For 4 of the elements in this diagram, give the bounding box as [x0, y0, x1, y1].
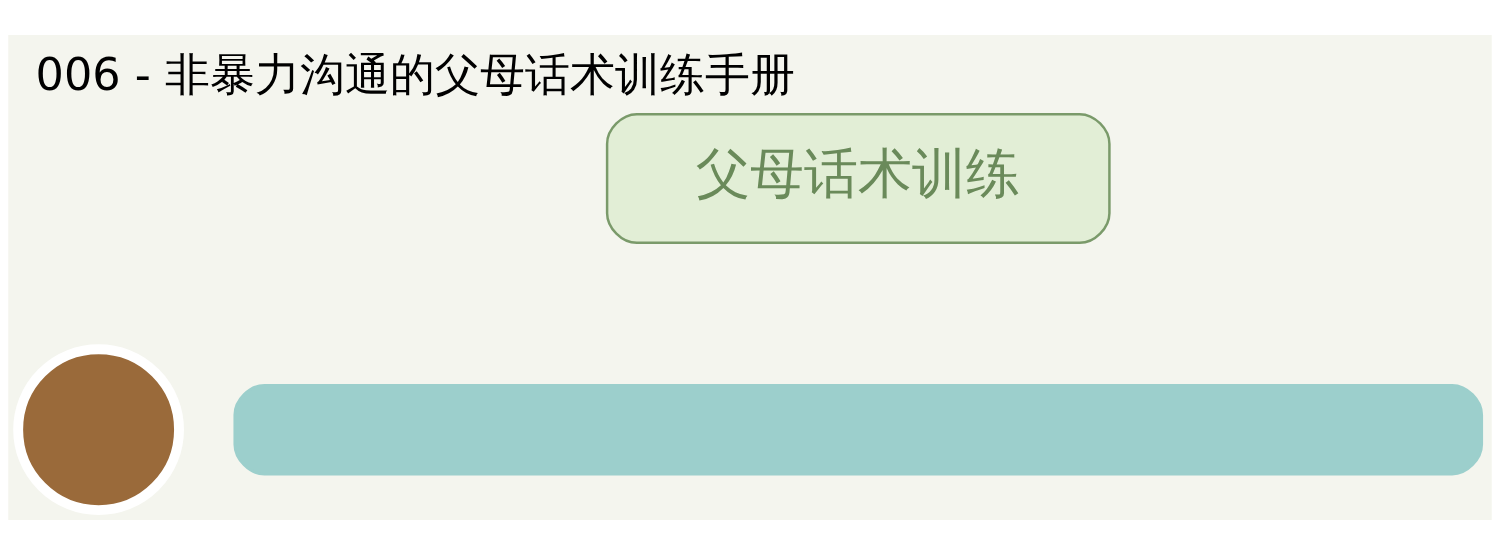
- node-bar: [233, 383, 1484, 475]
- node-box: 父母话术训练: [605, 112, 1111, 244]
- diagram-title: 006 - 非暴力沟通的父母话术训练手册: [35, 48, 796, 101]
- node-circle: [13, 343, 184, 515]
